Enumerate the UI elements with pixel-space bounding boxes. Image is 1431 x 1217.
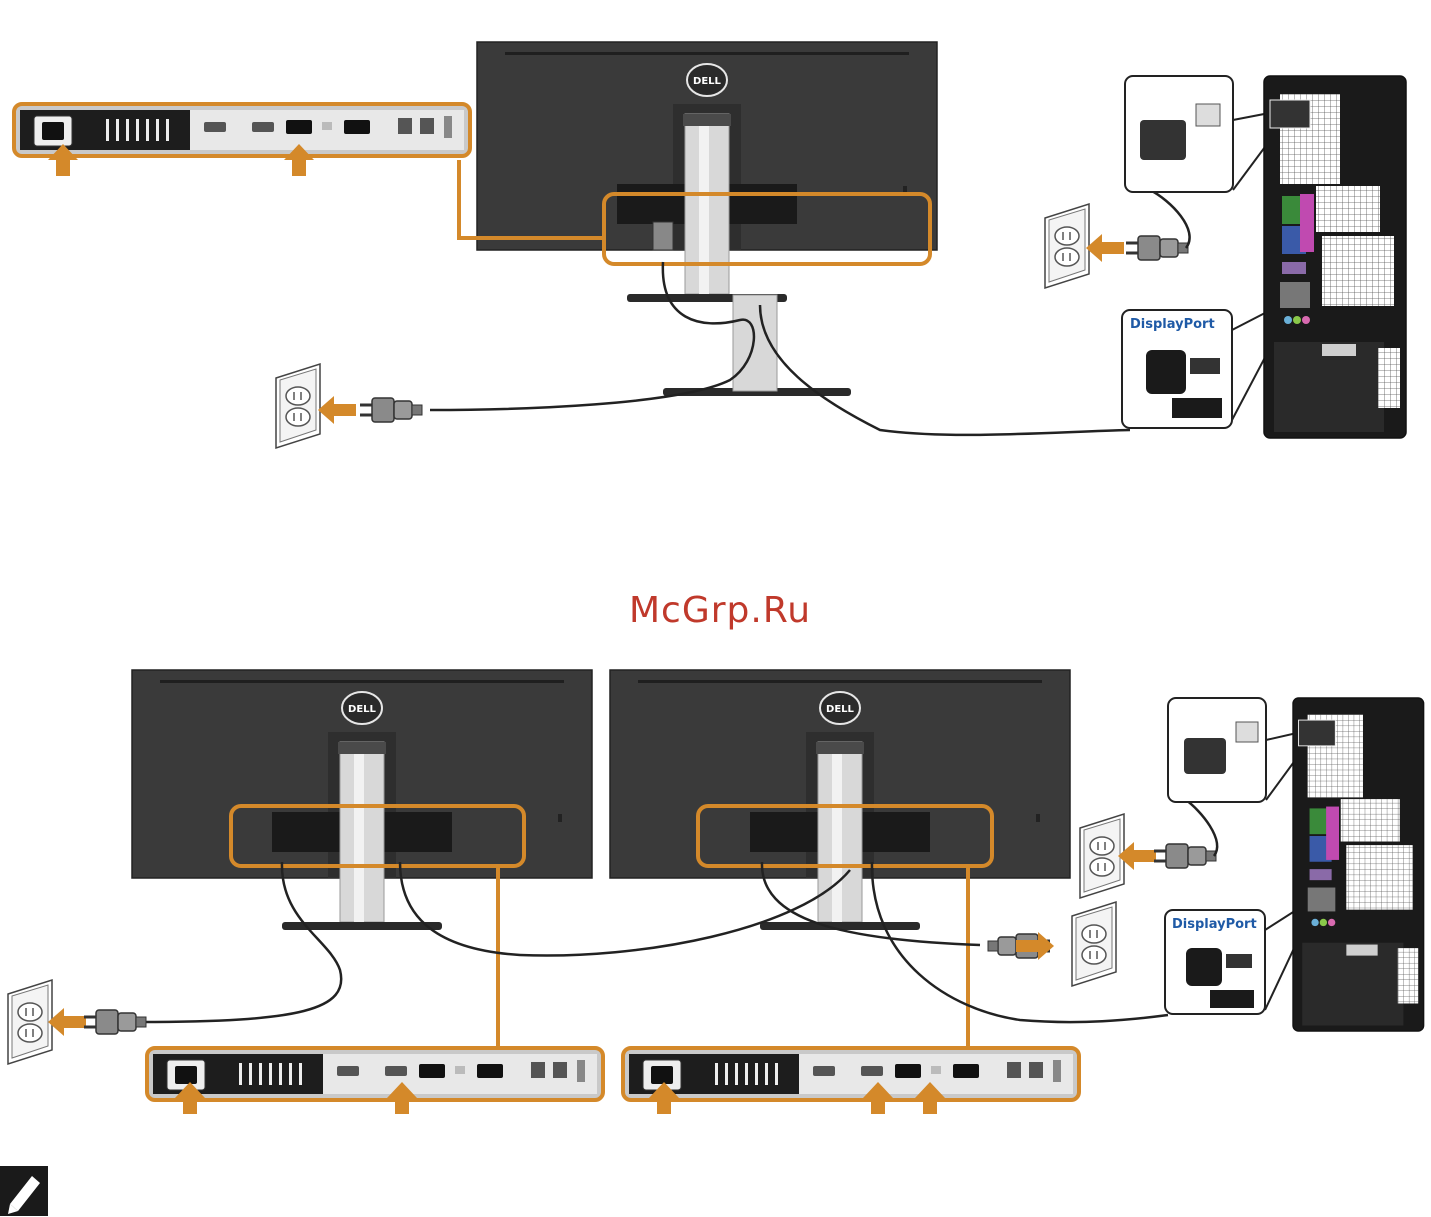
dual-monitor-daisy-chain: DELL DELL (8, 670, 1424, 1114)
arrow-icon (318, 396, 356, 424)
displayport-callout: DisplayPort (1165, 900, 1312, 1014)
displayport-cable (760, 305, 1130, 435)
arrow-icon (1086, 234, 1124, 262)
dell-logo: DELL (348, 704, 377, 715)
desktop-pc-icon (1293, 698, 1424, 1031)
displayport-label: DisplayPort (1172, 917, 1257, 932)
power-outlet-icon (1045, 204, 1089, 288)
single-monitor-setup: DELL (14, 42, 1406, 448)
power-connector-callout (1125, 76, 1285, 192)
monitor-back-2: DELL (610, 670, 1070, 930)
watermark: McGrp.Ru (629, 590, 811, 631)
port-strip-zoom-1 (147, 1048, 603, 1100)
arrow-icon (48, 1008, 86, 1036)
power-plug-icon (360, 398, 422, 422)
power-plug-icon (84, 1010, 146, 1034)
power-outlet-icon (8, 980, 52, 1064)
power-outlet-icon (1072, 902, 1116, 986)
power-cable (140, 862, 341, 1022)
note-pencil-icon (0, 1166, 48, 1216)
monitor-back-1: DELL (132, 670, 592, 930)
power-connector-callout (1168, 698, 1310, 802)
dell-logo: DELL (826, 704, 855, 715)
port-strip-zoom (14, 104, 470, 156)
power-outlet-icon (1080, 814, 1124, 898)
displayport-label: DisplayPort (1130, 317, 1215, 332)
port-strip-zoom-2 (623, 1048, 1079, 1100)
power-outlet-icon (276, 364, 320, 448)
power-plug-icon (1154, 844, 1216, 868)
power-plug-icon (1126, 236, 1188, 260)
desktop-pc-icon (1264, 76, 1406, 438)
dell-logo: DELL (693, 76, 722, 87)
